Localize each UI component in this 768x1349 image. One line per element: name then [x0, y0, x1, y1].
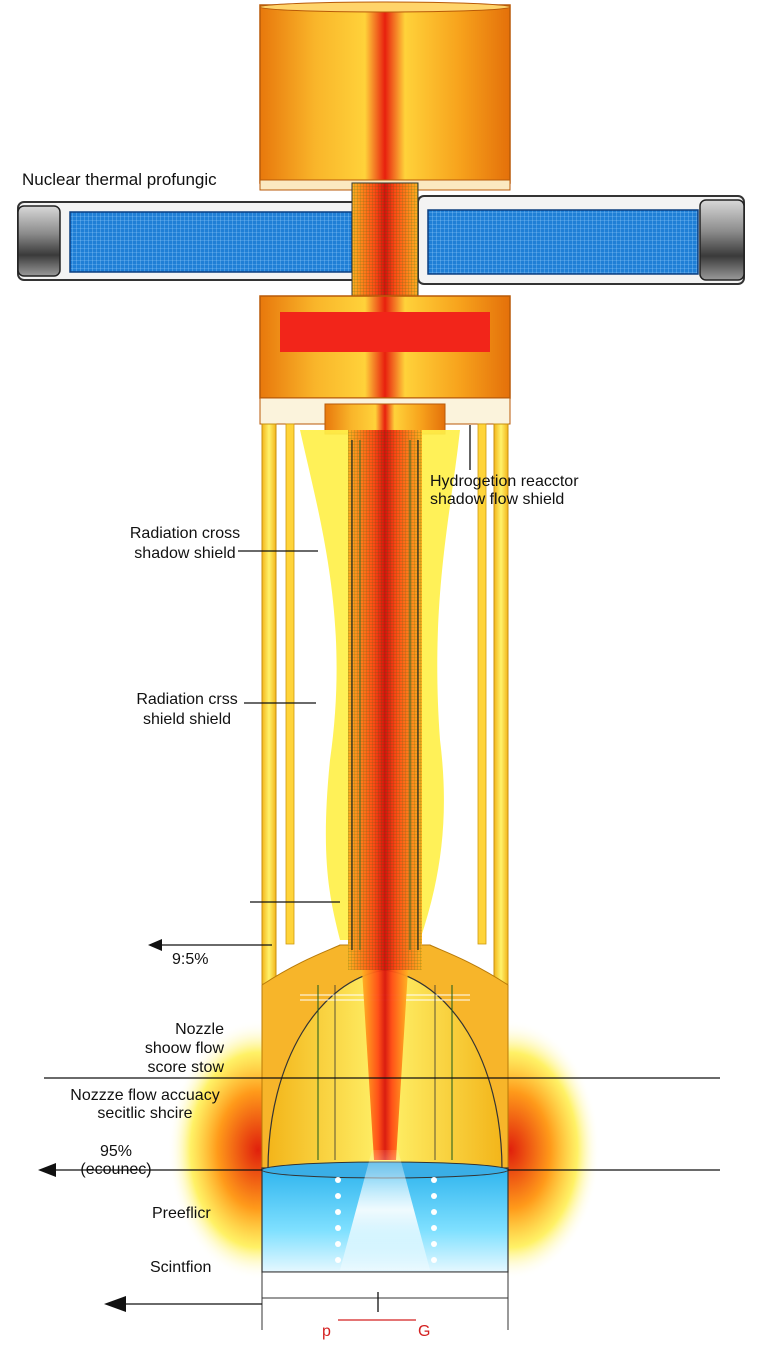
nozzle-shadow-label-line1: Nozzle: [175, 1021, 224, 1038]
hydrogen-reactor-label-line1: Hydrogetion reacctor: [430, 473, 579, 490]
hydrogen-reactor-label-line2: shadow flow shield: [430, 491, 565, 508]
nozzle-shadow-label-line2: shoow flow: [144, 1040, 224, 1057]
radiation-shield-label-line1: Radiation crss: [136, 691, 238, 708]
diagram-title: Nuclear thermal profungic: [22, 170, 217, 189]
radiation-shield-label-line2: shield shield: [142, 711, 232, 728]
nozzle-accuracy-label-line2: secitlic shcire: [97, 1105, 193, 1122]
percent-lower-label-line2: (ecounec): [80, 1161, 152, 1178]
scintfion-label: Scintfion: [150, 1259, 212, 1276]
percent-upper-label: 9:5%: [172, 951, 209, 968]
radiation-cross-label-line1: Radiation cross: [129, 525, 241, 542]
bottom-p-label: p: [322, 1323, 331, 1340]
nozzle-accuracy-label-line1: Nozzze flow accuacy: [70, 1087, 220, 1104]
bottom-g-label: G: [418, 1323, 431, 1340]
preefficr-label: Preeflicr: [152, 1205, 211, 1222]
nozzle-shadow-label-line3: score stow: [147, 1059, 224, 1076]
percent-lower-label-line1: 95%: [99, 1143, 133, 1160]
radiation-cross-label-line2: shadow shield: [134, 545, 236, 562]
